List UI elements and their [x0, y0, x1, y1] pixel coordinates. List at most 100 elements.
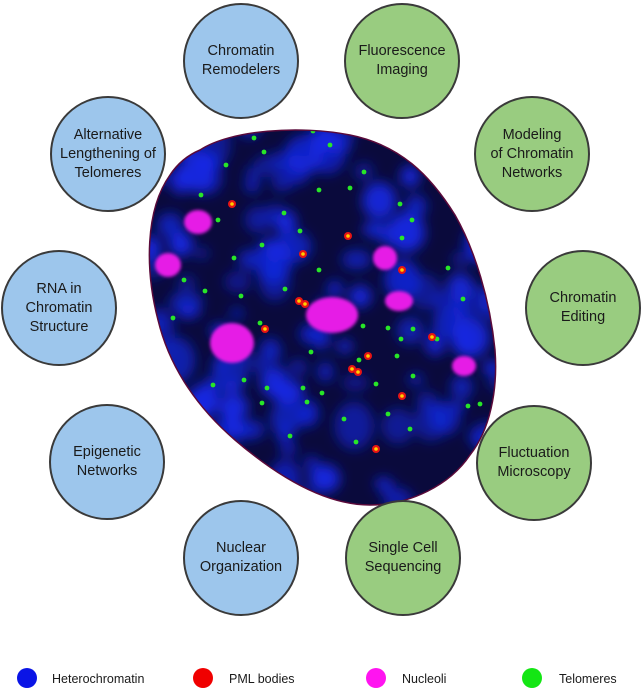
telomere — [181, 277, 187, 283]
telomere — [308, 349, 314, 355]
heterochromatin-blob — [213, 360, 229, 374]
telomere — [385, 325, 391, 331]
heterochromatin-blob — [455, 284, 492, 317]
heterochromatin-blob — [413, 404, 448, 442]
heterochromatin-blob — [488, 373, 496, 391]
heterochromatin-blob — [282, 155, 311, 185]
topic-modeling-of-chromatin-networks: Modeling of Chromatin Networks — [474, 96, 590, 212]
nucleolus — [155, 253, 181, 277]
heterochromatin-blob — [407, 373, 424, 386]
telomere — [356, 357, 362, 363]
telomere — [238, 293, 244, 299]
heterochromatin-blob — [450, 374, 473, 400]
heterochromatin-blob — [378, 477, 396, 498]
heterochromatin-blob — [362, 222, 385, 237]
legend-label-pml-bodies: PML bodies — [229, 672, 295, 686]
telomere — [445, 265, 451, 271]
telomere — [202, 288, 208, 294]
nucleolus — [184, 210, 212, 234]
telomere — [264, 385, 270, 391]
telomere — [347, 185, 353, 191]
heterochromatin-blob — [238, 249, 257, 270]
telomere — [477, 401, 483, 407]
telomere — [304, 399, 310, 405]
heterochromatin-blob — [244, 167, 261, 179]
heterochromatin-blob — [213, 417, 245, 441]
telomere — [300, 385, 306, 391]
heterochromatin-blob — [168, 231, 193, 257]
heterochromatin-blob — [384, 259, 421, 300]
pml-body-core — [346, 234, 350, 238]
telomere — [327, 142, 333, 148]
telomere — [297, 228, 303, 234]
heterochromatin-blob — [327, 280, 343, 299]
telomere — [397, 201, 403, 207]
heterochromatin-blob — [149, 235, 162, 261]
heterochromatin-blob — [251, 357, 266, 373]
heterochromatin-blob — [405, 194, 427, 219]
heterochromatin-blob — [400, 165, 420, 188]
heterochromatin-blob — [244, 206, 272, 233]
heterochromatin-blob — [450, 183, 462, 198]
telomere — [361, 169, 367, 175]
pml-body-core — [303, 302, 307, 306]
telomere — [231, 255, 237, 261]
telomere — [319, 390, 325, 396]
heterochromatin-blob — [463, 182, 481, 199]
telomeres-layer — [170, 130, 483, 445]
heterochromatin-blob — [317, 361, 334, 382]
heterochromatin-blob — [170, 144, 188, 159]
telomere — [251, 135, 257, 141]
heterochromatin-blob — [334, 401, 374, 450]
pml-body-core — [301, 252, 305, 256]
telomere — [223, 162, 229, 168]
pml-body-core — [366, 354, 370, 358]
telomere — [341, 416, 347, 422]
heterochromatin-blob — [309, 130, 338, 152]
telomere — [385, 411, 391, 417]
topic-alternative-lengthening-of-telomeres: Alternative Lengthening of Telomeres — [50, 96, 166, 212]
legend-dot-telomeres — [522, 668, 542, 688]
nucleolus — [373, 246, 397, 270]
heterochromatin-blob — [296, 490, 315, 505]
pml-body-core — [400, 268, 404, 272]
nucleolus — [452, 356, 476, 376]
pml-body-core — [350, 367, 354, 371]
pml-body-core — [297, 299, 301, 303]
heterochromatin-blob — [288, 359, 308, 377]
topic-fluorescence-imaging: Fluorescence Imaging — [344, 3, 460, 119]
legend-label-telomeres: Telomeres — [559, 672, 617, 686]
telomere — [259, 400, 265, 406]
nucleolus — [210, 323, 254, 363]
heterochromatin-blob — [396, 316, 424, 345]
topic-fluctuation-microscopy: Fluctuation Microscopy — [476, 405, 592, 521]
heterochromatin-blob — [219, 393, 249, 420]
nucleus-outline — [148, 129, 497, 506]
heterochromatin-blob — [165, 412, 204, 446]
heterochromatin-blob — [244, 179, 261, 193]
telomere — [465, 403, 471, 409]
heterochromatin-blob — [381, 408, 415, 444]
telomere — [410, 373, 416, 379]
heterochromatin-blob — [193, 247, 210, 260]
topic-epigenetic-networks: Epigenetic Networks — [49, 404, 165, 520]
pml-bodies-layer — [228, 200, 436, 453]
heterochromatin-blob — [275, 209, 297, 236]
telomere — [316, 267, 322, 273]
heterochromatin-blob — [192, 130, 223, 136]
heterochromatin-blob — [177, 274, 196, 291]
legend-dot-heterochromatin — [17, 668, 37, 688]
heterochromatin-blob — [451, 251, 471, 267]
heterochromatin-blob — [260, 365, 289, 398]
telomere — [259, 242, 265, 248]
topic-single-cell-sequencing: Single Cell Sequencing — [345, 500, 461, 616]
heterochromatin-blob — [188, 158, 224, 196]
telomere — [241, 377, 247, 383]
telomere — [399, 235, 405, 241]
telomere — [198, 192, 204, 198]
heterochromatin-blob — [175, 419, 213, 449]
heterochromatin-blob — [253, 154, 285, 178]
legend-label-heterochromatin: Heterochromatin — [52, 672, 145, 686]
nucleolus — [306, 297, 358, 333]
telomere — [460, 296, 466, 302]
